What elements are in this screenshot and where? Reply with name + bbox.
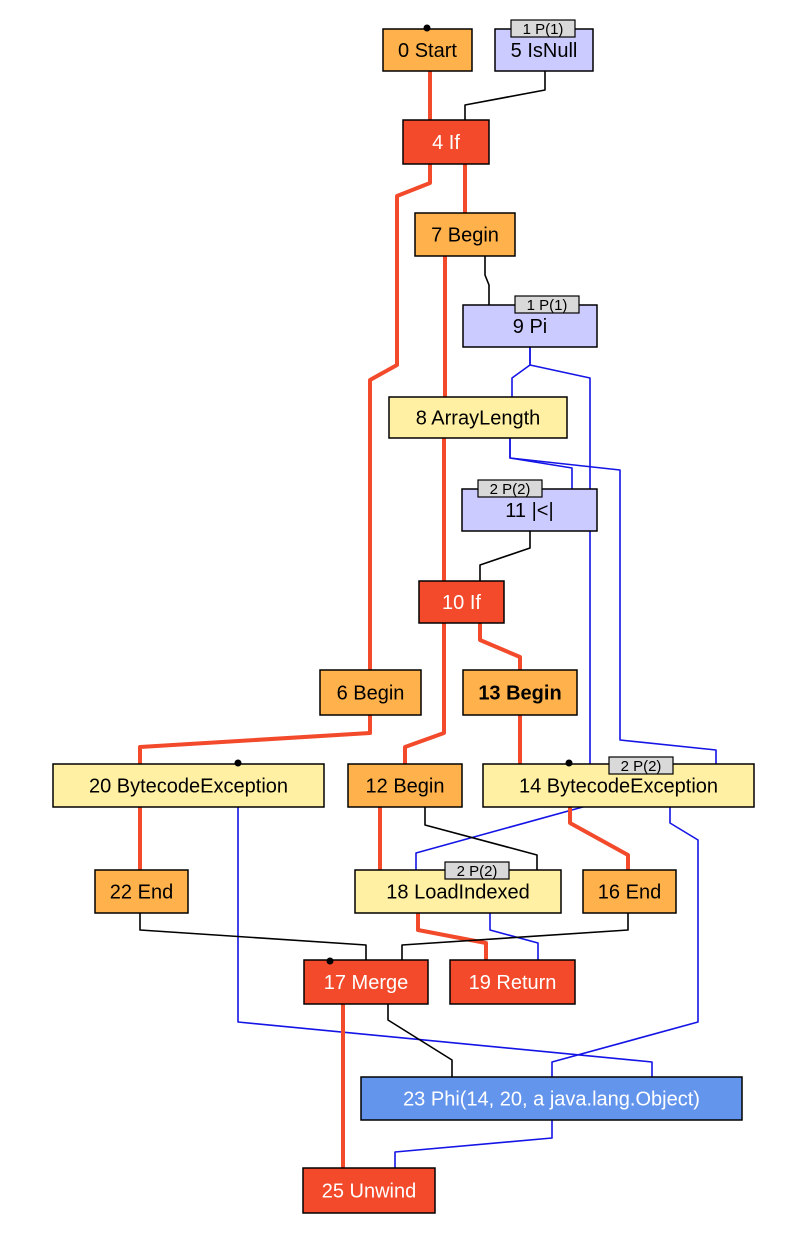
node-box xyxy=(388,396,568,439)
node-label: 18 LoadIndexed xyxy=(386,882,529,904)
node-label: 23 Phi(14, 20, a java.lang.Object) xyxy=(403,1089,700,1111)
node-n7[interactable]: 7 Begin xyxy=(414,212,516,257)
node-label: 13 Begin xyxy=(478,683,561,705)
node-n19[interactable]: 19 Return xyxy=(449,959,576,1005)
edge-n14-n16-control xyxy=(568,807,630,870)
node-box xyxy=(462,669,578,716)
badge-label: 2 P(2) xyxy=(490,481,531,498)
edge-n8-n14-data xyxy=(509,438,717,764)
node-label: 22 End xyxy=(110,882,173,904)
edge-n22-n17-input xyxy=(139,913,367,960)
node-label: 12 Begin xyxy=(366,776,445,798)
node-box xyxy=(418,580,505,624)
node-label: 11 |<| xyxy=(505,500,553,522)
node-label: 8 ArrayLength xyxy=(416,408,541,430)
badge-box xyxy=(608,756,674,775)
node-n8[interactable]: 8 ArrayLength xyxy=(388,396,568,439)
edge-n18-n19-control xyxy=(416,913,488,960)
node-box xyxy=(414,212,516,257)
node-n9[interactable]: 9 Pi 1 P(1) xyxy=(462,295,598,348)
edge-n23-n25-data xyxy=(394,1120,553,1168)
node-label: 25 Unwind xyxy=(322,1181,417,1203)
edge-n11-n10-input xyxy=(479,531,531,581)
port-dot xyxy=(234,759,242,767)
node-box xyxy=(382,28,473,72)
node-box xyxy=(302,1167,436,1214)
edge-n9-n8-data xyxy=(511,347,531,397)
node-label: 16 End xyxy=(598,882,661,904)
node-n0[interactable]: 0 Start xyxy=(382,24,473,72)
port-dot xyxy=(326,957,334,965)
port-dot xyxy=(565,759,573,767)
node-label: 20 BytecodeException xyxy=(89,776,288,798)
node-label: 14 BytecodeException xyxy=(519,776,718,798)
edge-n20-n23-data xyxy=(237,807,653,1077)
node-label: 10 If xyxy=(442,592,481,614)
node-n6[interactable]: 6 Begin xyxy=(319,669,422,716)
node-n20[interactable]: 20 BytecodeException xyxy=(52,759,325,808)
node-box xyxy=(319,669,422,716)
badge-box xyxy=(444,861,510,880)
edge-n18-n19-data xyxy=(489,913,539,960)
node-label: 5 IsNull xyxy=(511,40,578,62)
node-n25[interactable]: 25 Unwind xyxy=(302,1167,436,1214)
badge-label: 2 P(2) xyxy=(621,758,662,775)
node-n10[interactable]: 10 If xyxy=(418,580,505,624)
node-label: 7 Begin xyxy=(431,225,499,247)
edge-n6-n20-control xyxy=(138,715,372,764)
badge-label: 1 P(1) xyxy=(527,297,568,314)
badge-label: 1 P(1) xyxy=(523,21,564,38)
node-n16[interactable]: 16 End xyxy=(582,869,677,914)
node-n17[interactable]: 17 Merge xyxy=(303,957,429,1005)
node-n4[interactable]: 4 If xyxy=(402,119,490,165)
node-n22[interactable]: 22 End xyxy=(94,869,189,914)
edge-n5-n4-input xyxy=(464,71,546,120)
edge-layer xyxy=(138,71,717,1168)
edge-n9-n18-data xyxy=(415,347,591,870)
node-n12[interactable]: 12 Begin xyxy=(347,763,463,808)
node-n18[interactable]: 18 LoadIndexed 2 P(2) xyxy=(354,861,562,914)
node-label: 6 Begin xyxy=(337,683,405,705)
node-label: 0 Start xyxy=(398,40,457,62)
node-box xyxy=(360,1076,743,1121)
node-n23[interactable]: 23 Phi(14, 20, a java.lang.Object) xyxy=(360,1076,743,1121)
node-layer: 0 Start 5 IsNull 1 P(1) 4 If 7 Begin 9 Pi 1 P(… xyxy=(52,19,755,1214)
node-n5[interactable]: 5 IsNull 1 P(1) xyxy=(494,19,594,72)
port-dot xyxy=(423,24,431,32)
edge-n12-n18-input xyxy=(424,807,538,870)
node-n13[interactable]: 13 Begin xyxy=(462,669,578,716)
edge-n4-n6-control xyxy=(368,164,432,670)
node-box xyxy=(347,763,463,808)
node-box xyxy=(449,959,576,1005)
node-box xyxy=(52,763,325,808)
node-box xyxy=(402,119,490,165)
badge-box xyxy=(477,479,543,498)
node-label: 17 Merge xyxy=(324,972,409,994)
node-n11[interactable]: 11 |<| 2 P(2) xyxy=(461,479,598,532)
edge-n10-n12-control xyxy=(403,623,446,764)
edge-n7-n9-input xyxy=(484,256,490,305)
node-box xyxy=(303,959,429,1005)
edge-n10-n13-control xyxy=(478,623,522,670)
node-label: 19 Return xyxy=(469,972,557,994)
edge-n16-n17-input xyxy=(401,913,629,960)
node-box xyxy=(94,869,189,914)
badge-box xyxy=(510,19,576,38)
badge-box xyxy=(514,295,580,314)
node-label: 9 Pi xyxy=(513,316,547,338)
edge-n17-n23-input xyxy=(387,1004,453,1077)
node-label: 4 If xyxy=(432,132,460,154)
edge-n14-n23-data xyxy=(551,807,699,1077)
badge-label: 2 P(2) xyxy=(457,863,498,880)
node-box xyxy=(582,869,677,914)
